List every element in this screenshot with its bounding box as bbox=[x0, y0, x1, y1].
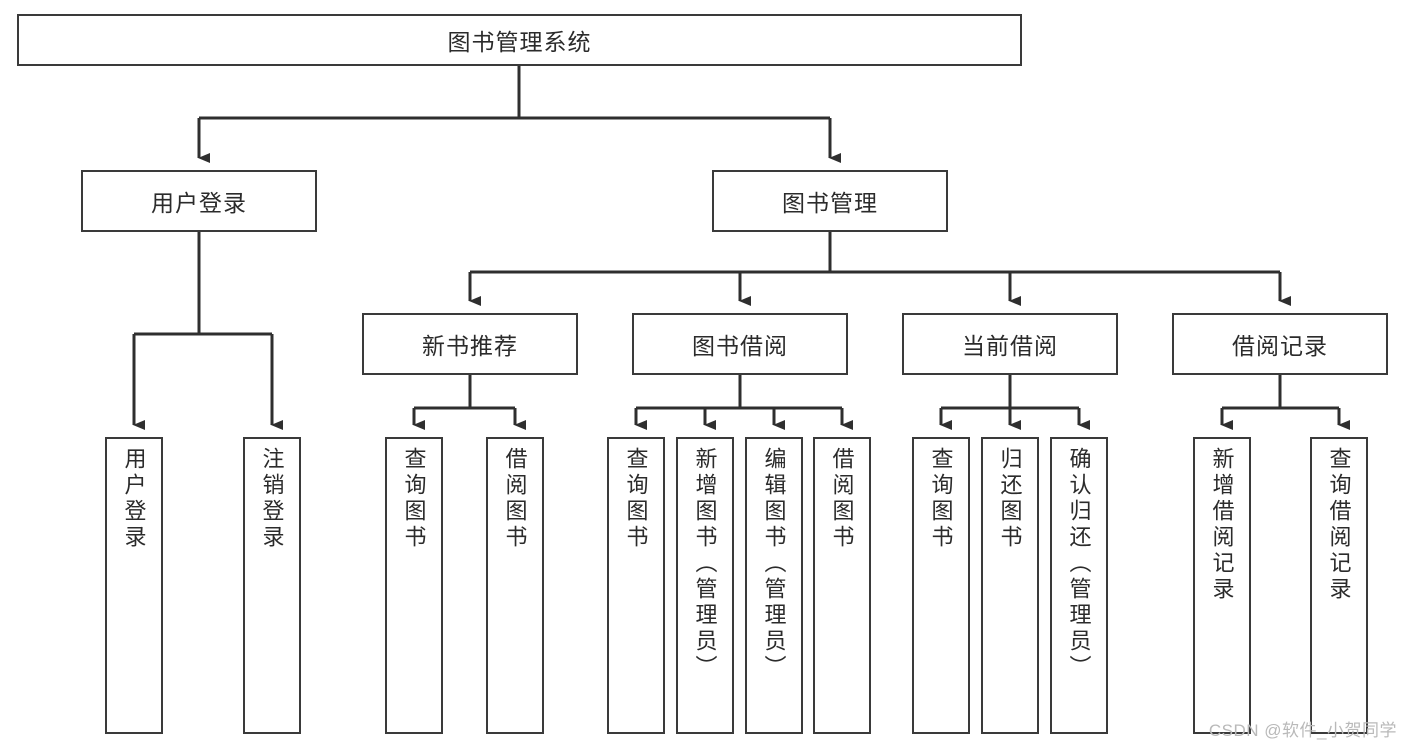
leaf-add-record[interactable]: 新增借阅记录 bbox=[1193, 437, 1251, 734]
node-label: 新增借阅记录 bbox=[1209, 447, 1235, 603]
node-label: 图书借阅 bbox=[692, 333, 788, 359]
node-label: 归还图书 bbox=[997, 447, 1023, 551]
node-label: 借阅图书 bbox=[829, 447, 855, 551]
node-root-system[interactable]: 图书管理系统 bbox=[17, 14, 1022, 66]
node-label: 用户登录 bbox=[151, 190, 247, 216]
watermark-text: CSDN @软件_小贺同学 bbox=[1208, 721, 1397, 740]
node-user-login[interactable]: 用户登录 bbox=[81, 170, 317, 232]
node-current-borrow[interactable]: 当前借阅 bbox=[902, 313, 1118, 375]
leaf-borrow-book-2[interactable]: 借阅图书 bbox=[813, 437, 871, 734]
node-label: 当前借阅 bbox=[962, 333, 1058, 359]
leaf-borrow-book-1[interactable]: 借阅图书 bbox=[486, 437, 544, 734]
node-label: 借阅记录 bbox=[1232, 333, 1328, 359]
leaf-user-login[interactable]: 用户登录 bbox=[105, 437, 163, 734]
node-label: 用户登录 bbox=[121, 447, 147, 551]
node-label: 查询借阅记录 bbox=[1326, 447, 1352, 603]
leaf-query-book-2[interactable]: 查询图书 bbox=[607, 437, 665, 734]
leaf-add-book[interactable]: 新增图书（管理员） bbox=[676, 437, 734, 734]
node-label: 确认归还（管理员） bbox=[1066, 447, 1092, 681]
leaf-query-book-3[interactable]: 查询图书 bbox=[912, 437, 970, 734]
leaf-return-book[interactable]: 归还图书 bbox=[981, 437, 1039, 734]
node-book-borrow[interactable]: 图书借阅 bbox=[632, 313, 848, 375]
node-book-management[interactable]: 图书管理 bbox=[712, 170, 948, 232]
leaf-query-record[interactable]: 查询借阅记录 bbox=[1310, 437, 1368, 734]
node-borrow-record[interactable]: 借阅记录 bbox=[1172, 313, 1388, 375]
leaf-confirm-return[interactable]: 确认归还（管理员） bbox=[1050, 437, 1108, 734]
leaf-edit-book[interactable]: 编辑图书（管理员） bbox=[745, 437, 803, 734]
node-label: 图书管理系统 bbox=[447, 29, 592, 55]
node-label: 新增图书（管理员） bbox=[692, 447, 718, 681]
node-label: 查询图书 bbox=[401, 447, 427, 551]
node-label: 新书推荐 bbox=[422, 333, 518, 359]
leaf-query-book-1[interactable]: 查询图书 bbox=[385, 437, 443, 734]
node-label: 图书管理 bbox=[782, 190, 878, 216]
node-label: 借阅图书 bbox=[502, 447, 528, 551]
node-label: 注销登录 bbox=[259, 447, 285, 551]
node-label: 编辑图书（管理员） bbox=[761, 447, 787, 681]
node-label: 查询图书 bbox=[623, 447, 649, 551]
node-label: 查询图书 bbox=[928, 447, 954, 551]
leaf-logout-login[interactable]: 注销登录 bbox=[243, 437, 301, 734]
node-new-book-recommend[interactable]: 新书推荐 bbox=[362, 313, 578, 375]
